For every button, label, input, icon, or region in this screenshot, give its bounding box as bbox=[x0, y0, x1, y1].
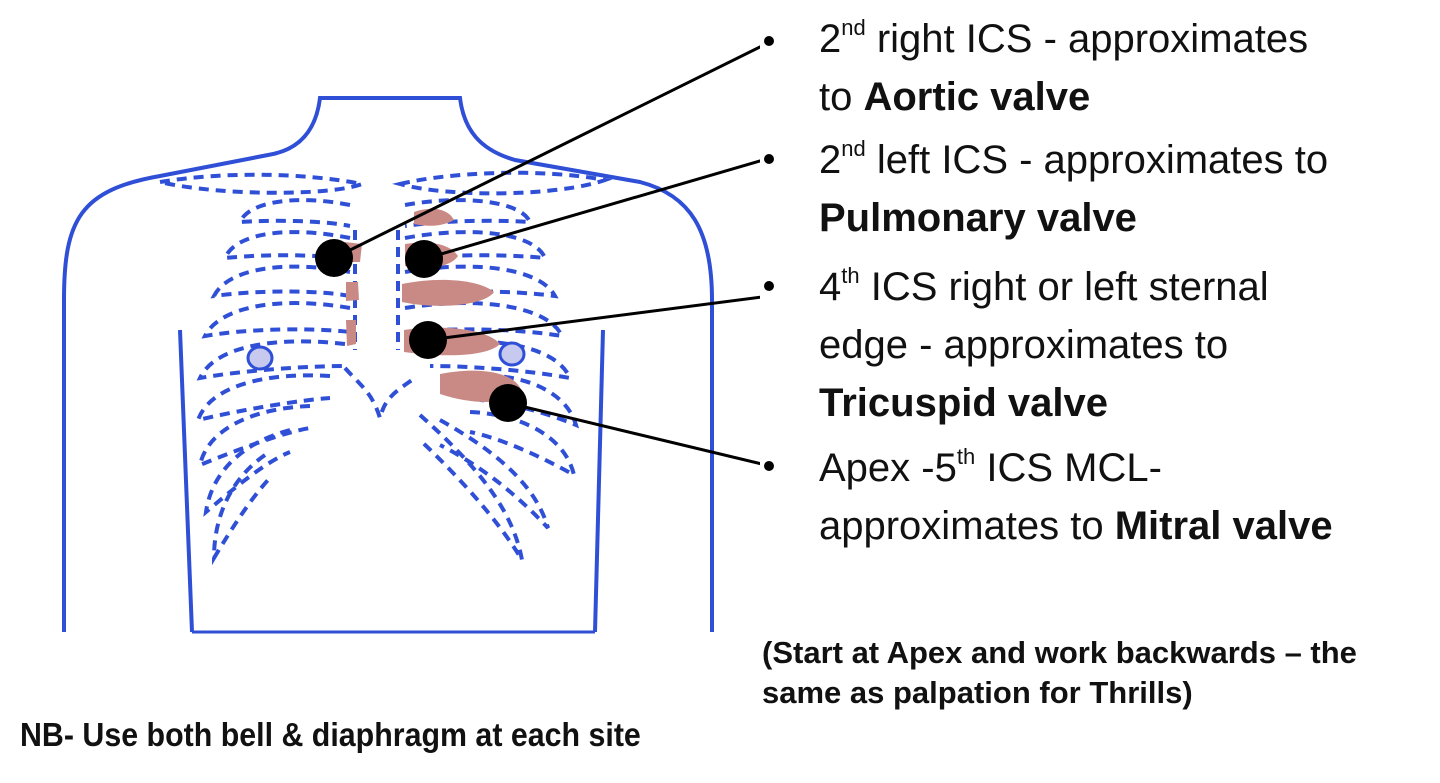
valve-name-aortic: Aortic valve bbox=[863, 75, 1091, 119]
site-pulmonary: 2nd left ICS - approximates to Pulmonary… bbox=[819, 136, 1329, 241]
site-mitral: Apex -5th ICS MCL- approximates to Mitra… bbox=[819, 444, 1333, 549]
site-tricuspid: 4th ICS right or left sternal edge - app… bbox=[819, 263, 1269, 426]
valve-name-mitral: Mitral valve bbox=[1114, 504, 1333, 548]
start-at-apex-note: (Start at Apex and work backwards – the … bbox=[762, 635, 1357, 710]
left-arm-line bbox=[178, 329, 194, 633]
tricuspid-site-marker bbox=[409, 321, 447, 359]
valve-name-pulmonary: Pulmonary valve bbox=[819, 196, 1137, 240]
chest-diagram bbox=[62, 45, 760, 634]
leader-lines bbox=[333, 45, 760, 466]
torso-outline bbox=[62, 96, 714, 632]
leader-tricuspid bbox=[427, 295, 760, 342]
bullet-pulmonary bbox=[764, 154, 774, 164]
bullet-aortic bbox=[764, 36, 774, 46]
leader-pulmonary bbox=[423, 159, 760, 261]
nipples bbox=[246, 341, 526, 371]
rib-cage bbox=[159, 170, 613, 566]
auscultation-markers bbox=[315, 239, 527, 422]
mitral-site-marker bbox=[489, 384, 527, 422]
right-arm-line bbox=[593, 329, 605, 633]
bell-diaphragm-note: NB- Use both bell & diaphragm at each si… bbox=[20, 716, 641, 753]
bullet-tricuspid bbox=[764, 281, 774, 291]
ics-right-4 bbox=[346, 320, 356, 346]
leader-aortic bbox=[333, 45, 760, 260]
pulmonary-site-marker bbox=[405, 240, 443, 278]
site-aortic: 2nd right ICS - approximates to Aortic v… bbox=[819, 15, 1309, 120]
bullet-mitral bbox=[764, 461, 774, 471]
leader-mitral bbox=[507, 401, 760, 466]
aortic-site-marker bbox=[315, 239, 353, 277]
valve-name-tricuspid: Tricuspid valve bbox=[819, 381, 1109, 425]
ics-left-3 bbox=[402, 279, 494, 306]
ics-right-3 bbox=[346, 282, 359, 301]
